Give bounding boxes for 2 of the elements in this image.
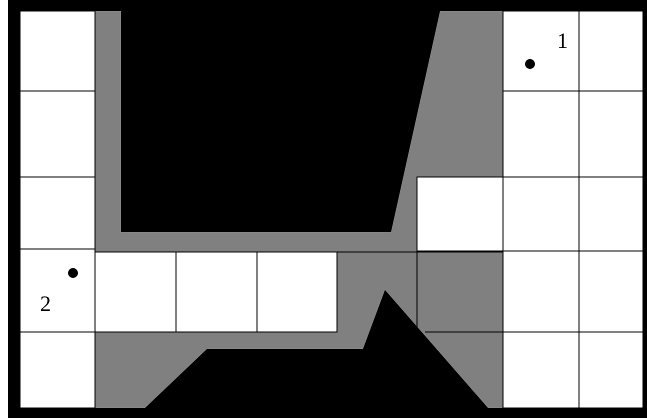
- point-label: 2: [40, 293, 51, 315]
- point-label: 1: [557, 30, 568, 52]
